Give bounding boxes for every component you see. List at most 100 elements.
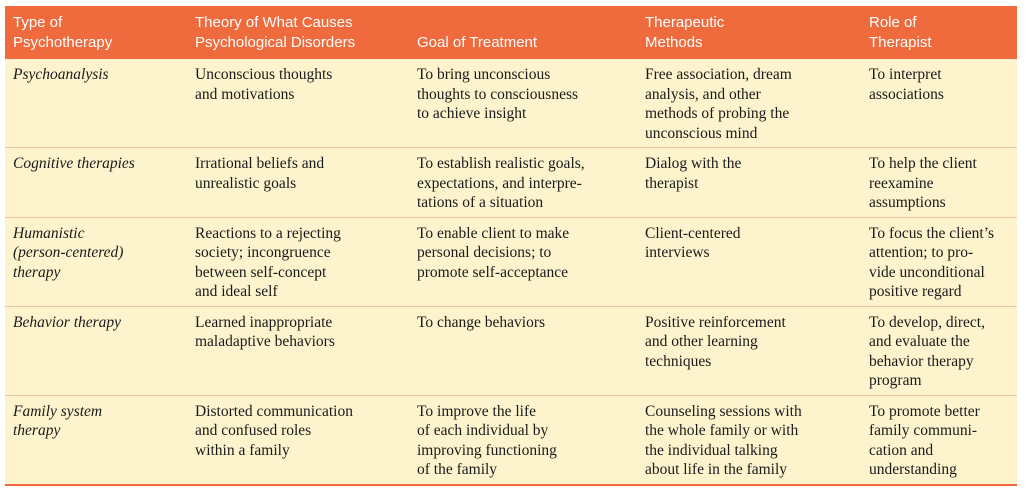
- cell-line: To bring unconscious: [417, 66, 551, 83]
- methods-cell: Free association, dream analysis, and oth…: [637, 59, 861, 148]
- methods-cell: Client-centered interviews: [637, 217, 861, 307]
- cell-line: To help the client: [869, 155, 977, 172]
- cell-line: unrealistic goals: [195, 174, 297, 192]
- type-cell: Humanistic(person-centered)therapy: [5, 217, 187, 307]
- type-cell: Cognitive therapies: [5, 147, 187, 218]
- methods-cell: Dialog with the therapist: [637, 147, 861, 218]
- cell-line: To change behaviors: [417, 313, 546, 331]
- cell-line: Unconscious thoughts: [195, 66, 333, 83]
- cell-line: Distorted communication: [195, 402, 353, 420]
- cell-line: Behavior therapy: [13, 313, 122, 331]
- cell-line: positive regard: [869, 283, 962, 300]
- role-cell: To help the client reexamine assumptions: [861, 147, 1017, 218]
- cell-line: thoughts to consciousness: [417, 85, 579, 103]
- methods-cell: Positive reinforcement and other learning…: [637, 306, 861, 396]
- cell-line: Family system: [13, 402, 103, 420]
- cell-line: family communi-: [869, 422, 978, 439]
- cell-line: (person-centered): [13, 244, 124, 261]
- header-type: Type of Psychotherapy: [5, 6, 187, 59]
- type-cell: Behavior therapy: [5, 306, 187, 396]
- cell-line: behavior therapy: [869, 352, 974, 370]
- table-body: Psychoanalysis Unconscious thoughts and mo…: [5, 59, 1017, 486]
- theory-cell: Distorted communication and confused role…: [187, 395, 409, 486]
- cell-line: Client-centered: [645, 224, 741, 242]
- cell-line: vide unconditional: [869, 263, 985, 281]
- cell-line: To improve the life: [417, 402, 537, 420]
- goal-cell: To change behaviors: [409, 306, 637, 396]
- cell-line: Psychoanalysis: [13, 66, 109, 83]
- header-goal: Goal of Treatment: [409, 6, 637, 59]
- cell-line: Cognitive therapies: [13, 155, 135, 172]
- cell-line: associations: [869, 85, 944, 103]
- cell-line: promote self-acceptance: [417, 263, 569, 281]
- cell-line: Learned inappropriate: [195, 313, 333, 331]
- cell-line: analysis, and other: [645, 85, 761, 103]
- header-line: Psychotherapy: [13, 34, 113, 51]
- cell-line: To focus the client’s: [869, 224, 995, 242]
- cell-line: reexamine: [869, 174, 934, 192]
- role-cell: To focus the client’s attention; to pro-v…: [861, 217, 1017, 307]
- cell-line: tations of a situation: [417, 194, 544, 211]
- type-cell: Family system therapy: [5, 395, 187, 486]
- cell-line: therapist: [645, 174, 699, 192]
- cell-line: attention; to pro-: [869, 244, 974, 261]
- cell-line: methods of probing the: [645, 105, 790, 122]
- cell-line: therapy: [13, 263, 61, 281]
- table-row: Cognitive therapies Irrational beliefs an…: [5, 147, 1017, 218]
- table-row: Psychoanalysis Unconscious thoughts and mo…: [5, 59, 1017, 148]
- cell-line: unconscious mind: [645, 124, 758, 142]
- cell-line: of each individual by: [417, 422, 549, 439]
- psychotherapy-table: Type of Psychotherapy Theory of What Cau…: [5, 6, 1017, 486]
- goal-cell: To improve the life of each individual by…: [409, 395, 637, 486]
- cell-line: Dialog with the: [645, 155, 742, 172]
- goal-cell: To enable client to make personal decisio…: [409, 217, 637, 307]
- cell-line: therapy: [13, 422, 61, 439]
- table-row: Family system therapy Distorted communicat…: [5, 395, 1017, 486]
- cell-line: between self-concept: [195, 263, 327, 281]
- cell-line: improving functioning: [417, 441, 557, 459]
- cell-line: within a family: [195, 441, 290, 459]
- cell-line: interviews: [645, 244, 710, 261]
- header-line: Role of: [869, 14, 917, 31]
- methods-cell: Counseling sessions with the whole family…: [637, 395, 861, 486]
- cell-line: and motivations: [195, 85, 295, 103]
- cell-line: To enable client to make: [417, 224, 570, 242]
- cell-line: personal decisions; to: [417, 244, 552, 261]
- cell-line: about life in the family: [645, 461, 788, 478]
- cell-line: and confused roles: [195, 422, 312, 439]
- header-line: Theory of What Causes: [195, 14, 353, 31]
- goal-cell: To bring unconscious thoughts to consciou…: [409, 59, 637, 148]
- cell-line: and other learning: [645, 333, 758, 350]
- cell-line: assumptions: [869, 194, 946, 211]
- header-methods: Therapeutic Methods: [637, 6, 861, 59]
- cell-line: the individual talking: [645, 441, 778, 459]
- cell-line: expectations, and interpre-: [417, 174, 582, 192]
- header-line: Goal of Treatment: [417, 34, 538, 51]
- header-line: Therapist: [869, 34, 932, 51]
- role-cell: To promote better family communi-cation a…: [861, 395, 1017, 486]
- cell-line: and evaluate the: [869, 333, 970, 350]
- cell-line: Free association, dream: [645, 66, 792, 83]
- header-line: Psychological Disorders: [195, 34, 356, 51]
- type-cell: Psychoanalysis: [5, 59, 187, 148]
- cell-line: techniques: [645, 352, 712, 370]
- cell-line: the whole family or with: [645, 422, 799, 439]
- cell-line: Positive reinforcement: [645, 313, 786, 331]
- cell-line: program: [869, 372, 922, 389]
- cell-line: Reactions to a rejecting: [195, 224, 341, 242]
- header-line: Therapeutic: [645, 14, 725, 31]
- cell-line: of the family: [417, 461, 498, 478]
- cell-line: To promote better: [869, 402, 980, 420]
- cell-line: and ideal self: [195, 283, 278, 300]
- header-role: Role of Therapist: [861, 6, 1017, 59]
- cell-line: cation and: [869, 441, 934, 459]
- cell-line: Counseling sessions with: [645, 402, 802, 420]
- goal-cell: To establish realistic goals,expectation…: [409, 147, 637, 218]
